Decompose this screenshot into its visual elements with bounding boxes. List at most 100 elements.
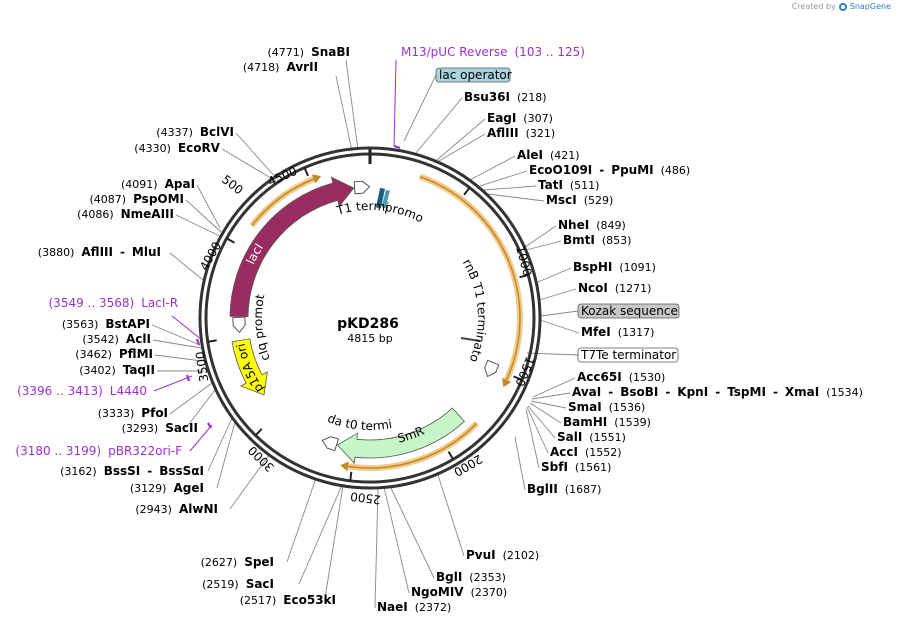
restriction-site-label[interactable]: (4087)PspOMI <box>90 192 185 206</box>
tick-mark <box>349 471 353 481</box>
feature-tac-promoter-block[interactable] <box>381 189 390 209</box>
site-position: (3129) <box>130 482 167 495</box>
primer-text: (3396 .. 3413) <box>17 384 103 398</box>
restriction-site-label[interactable]: NaeI(2372) <box>377 600 451 614</box>
restriction-site-label[interactable]: EagI(307) <box>487 111 553 125</box>
restriction-site-label[interactable]: AccI(1552) <box>550 445 622 459</box>
site-leader-line <box>229 454 270 510</box>
snapgene-credit: Created by SnapGene <box>792 2 891 11</box>
site-position: (4091) <box>121 178 158 191</box>
feature-p15A-ori[interactable] <box>231 338 268 396</box>
restriction-site-label[interactable]: SalI(1551) <box>557 430 626 444</box>
enzyme-name: PpuMI <box>611 163 653 177</box>
primer-label[interactable]: (3396 .. 3413)L4440 <box>17 384 147 398</box>
feature-box-label[interactable]: Kozak sequence <box>577 303 680 319</box>
feature-rrnB-T1-terminator-right[interactable] <box>484 359 500 378</box>
feature-lambda-t0-terminator[interactable] <box>321 436 339 452</box>
enzyme-name: SbfI <box>541 460 568 474</box>
tick-label: 3500 <box>193 350 211 382</box>
site-position: (3542) <box>82 333 119 346</box>
site-position: (2102) <box>503 549 540 562</box>
primer-label[interactable]: M13/pUC Reverse(103 .. 125) <box>401 45 585 59</box>
enzyme-name: MscI <box>546 193 577 207</box>
site-leader-line <box>335 75 353 152</box>
site-leader-line <box>438 133 486 162</box>
restriction-site-label[interactable]: (4086)NmeAIII <box>77 207 174 221</box>
restriction-site-label[interactable]: NheI(849) <box>558 218 626 232</box>
feature-box-text: lac operator <box>439 68 512 82</box>
restriction-site-label[interactable]: NgoMIV(2370) <box>411 585 507 599</box>
restriction-site-label[interactable]: (3402)TaqII <box>79 363 155 377</box>
site-position: (849) <box>596 219 626 232</box>
enzyme-name: AccI <box>550 445 578 459</box>
restriction-site-label[interactable]: (4337)BclVI <box>156 125 234 139</box>
restriction-site-label[interactable]: TatI(511) <box>538 178 599 192</box>
feature-lacIq-promoter[interactable] <box>232 316 246 334</box>
restriction-site-label[interactable]: (3129) AgeI <box>130 481 204 495</box>
restriction-site-label[interactable]: BamHI(1539) <box>563 415 651 429</box>
tick-mark <box>207 339 217 343</box>
site-position: (853) <box>602 234 632 247</box>
feature-rrnB-T1-terminator-top[interactable] <box>353 180 371 195</box>
restriction-site-label[interactable]: (3293)SacII <box>122 421 198 435</box>
primer-text: M13/pUC Reverse <box>401 45 508 59</box>
enzyme-name: EcoO109I <box>529 163 592 177</box>
site-leader-line <box>298 484 343 585</box>
site-position: (3402) <box>79 364 116 377</box>
restriction-site-label[interactable]: (4330)EcoRV <box>134 141 220 155</box>
restriction-site-label[interactable]: EcoO109I-PpuMI(486) <box>529 163 690 177</box>
orf-arrow-lambda <box>340 461 349 472</box>
restriction-site-label[interactable]: (4718)AvrII <box>243 60 318 74</box>
restriction-site-label[interactable]: BglI(2353) <box>436 570 506 584</box>
feature-SmR[interactable] <box>336 407 466 465</box>
feature-lac-operator[interactable] <box>375 187 386 209</box>
enzyme-name: AgeI <box>174 481 204 495</box>
restriction-site-label[interactable]: (3880)AflIII-MluI <box>38 245 161 259</box>
site-leader-line <box>345 59 359 151</box>
site-separator: - <box>147 464 152 478</box>
restriction-site-label[interactable]: (2627)SpeI <box>201 555 274 569</box>
primer-label[interactable]: (3180 .. 3199)pBR322ori-F <box>15 444 182 458</box>
restriction-site-label[interactable]: MfeI(1317) <box>581 325 654 339</box>
enzyme-name: AleI <box>517 148 543 162</box>
site-leader-line <box>389 485 435 579</box>
restriction-site-label[interactable]: (2519)SacI <box>202 577 274 591</box>
restriction-site-label[interactable]: Bsu36I(218) <box>464 90 547 104</box>
restriction-site-label[interactable]: (3333)PfoI <box>98 406 168 420</box>
enzyme-name: PflMI <box>119 347 153 361</box>
restriction-site-label[interactable]: BglII(1687) <box>527 482 601 496</box>
restriction-site-label[interactable]: NcoI(1271) <box>578 281 651 295</box>
restriction-site-label[interactable]: (3563)BstAPI <box>62 317 150 331</box>
restriction-site-label[interactable]: AvaI-BsoBI-KpnI-TspMI-XmaI(1534) <box>572 385 863 399</box>
restriction-site-label[interactable]: (3462)PflMI <box>75 347 153 361</box>
restriction-site-label[interactable]: BspHI(1091) <box>573 260 656 274</box>
site-leader-line <box>175 214 223 238</box>
restriction-site-label[interactable]: AleI(421) <box>517 148 580 162</box>
feature-box-label[interactable]: lac operator <box>435 67 512 83</box>
site-position: (3162) <box>60 465 97 478</box>
enzyme-name: KpnI <box>677 385 708 399</box>
box-leader-line <box>403 74 437 142</box>
feature-lacI[interactable] <box>229 176 355 318</box>
restriction-site-label[interactable]: (3162)BssSI-BssSαI <box>60 464 204 478</box>
restriction-site-label[interactable]: (4091)ApaI <box>121 177 195 191</box>
restriction-site-label[interactable]: (4771)SnaBI <box>268 45 351 59</box>
site-leader-line <box>221 148 277 182</box>
enzyme-name: MfeI <box>581 325 611 339</box>
restriction-site-label[interactable]: (2943)AlwNI <box>135 502 218 516</box>
restriction-site-label[interactable]: (2517)Eco53kI <box>240 593 336 607</box>
restriction-site-label[interactable]: AflIII(321) <box>487 126 555 140</box>
restriction-site-label[interactable]: SbfI(1561) <box>541 460 611 474</box>
site-leader-line <box>383 486 410 594</box>
feature-box-label[interactable]: T7Te terminator <box>577 347 679 363</box>
enzyme-name: PvuI <box>466 548 496 562</box>
restriction-site-label[interactable]: SmaI(1536) <box>568 400 645 414</box>
primer-label[interactable]: (3549 .. 3568)LacI-R <box>49 296 179 310</box>
restriction-site-label[interactable]: Acc65I(1530) <box>577 370 665 384</box>
restriction-site-label[interactable]: PvuI (2102) <box>466 548 539 562</box>
feature-kozak-marker[interactable] <box>460 337 481 342</box>
restriction-site-label[interactable]: BmtI(853) <box>563 233 631 247</box>
restriction-site-label[interactable]: (3542)AclI <box>82 332 151 346</box>
restriction-site-label[interactable]: MscI(529) <box>546 193 613 207</box>
site-position: (4337) <box>156 126 193 139</box>
